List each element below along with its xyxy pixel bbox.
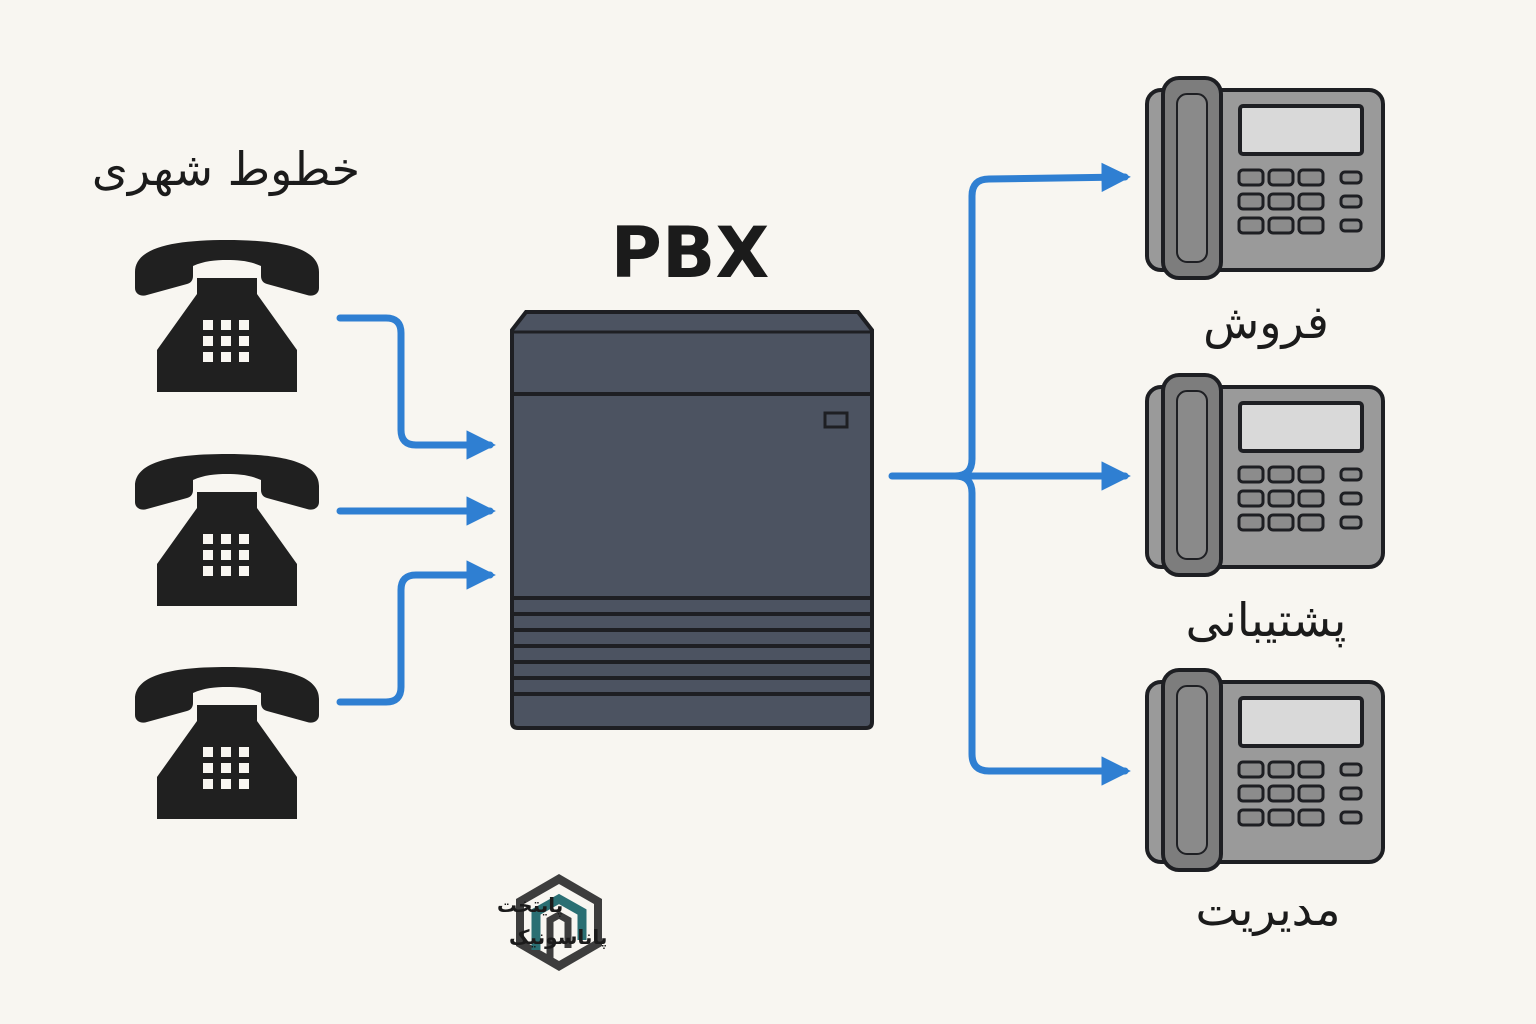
desk-phone-icon (1145, 76, 1385, 280)
classic-phone-icon (135, 240, 319, 392)
management-label: مدیریت (1196, 882, 1341, 937)
pbx-unit (510, 310, 874, 730)
logo-line-1: پایتخت (497, 893, 563, 918)
classic-phone-icon (135, 667, 319, 819)
incoming-arrow-1 (336, 314, 496, 460)
outgoing-arrow-bottom (951, 472, 1131, 786)
outgoing-arrow-top (951, 162, 1131, 480)
city-line-phone-2 (135, 454, 319, 606)
city-line-phone-1 (135, 240, 319, 392)
support-phone (1145, 373, 1385, 577)
sales-label: فروش (1203, 295, 1329, 350)
classic-phone-icon (135, 454, 319, 606)
pbx-indicator (823, 411, 849, 429)
city-line-phone-3 (135, 667, 319, 819)
brand-logo-icon (516, 874, 602, 971)
management-phone (1145, 668, 1385, 872)
diagram-title: PBX (611, 212, 770, 294)
brand-logo: پایتخت پاناسونیک (497, 874, 607, 971)
incoming-arrow-3 (336, 560, 496, 706)
city-lines-heading: خطوط شهری (92, 142, 360, 197)
desk-phone-icon (1145, 373, 1385, 577)
sales-phone (1145, 76, 1385, 280)
support-label: پشتیبانی (1186, 593, 1347, 648)
desk-phone-icon (1145, 668, 1385, 872)
logo-line-2: پاناسونیک (509, 925, 607, 950)
